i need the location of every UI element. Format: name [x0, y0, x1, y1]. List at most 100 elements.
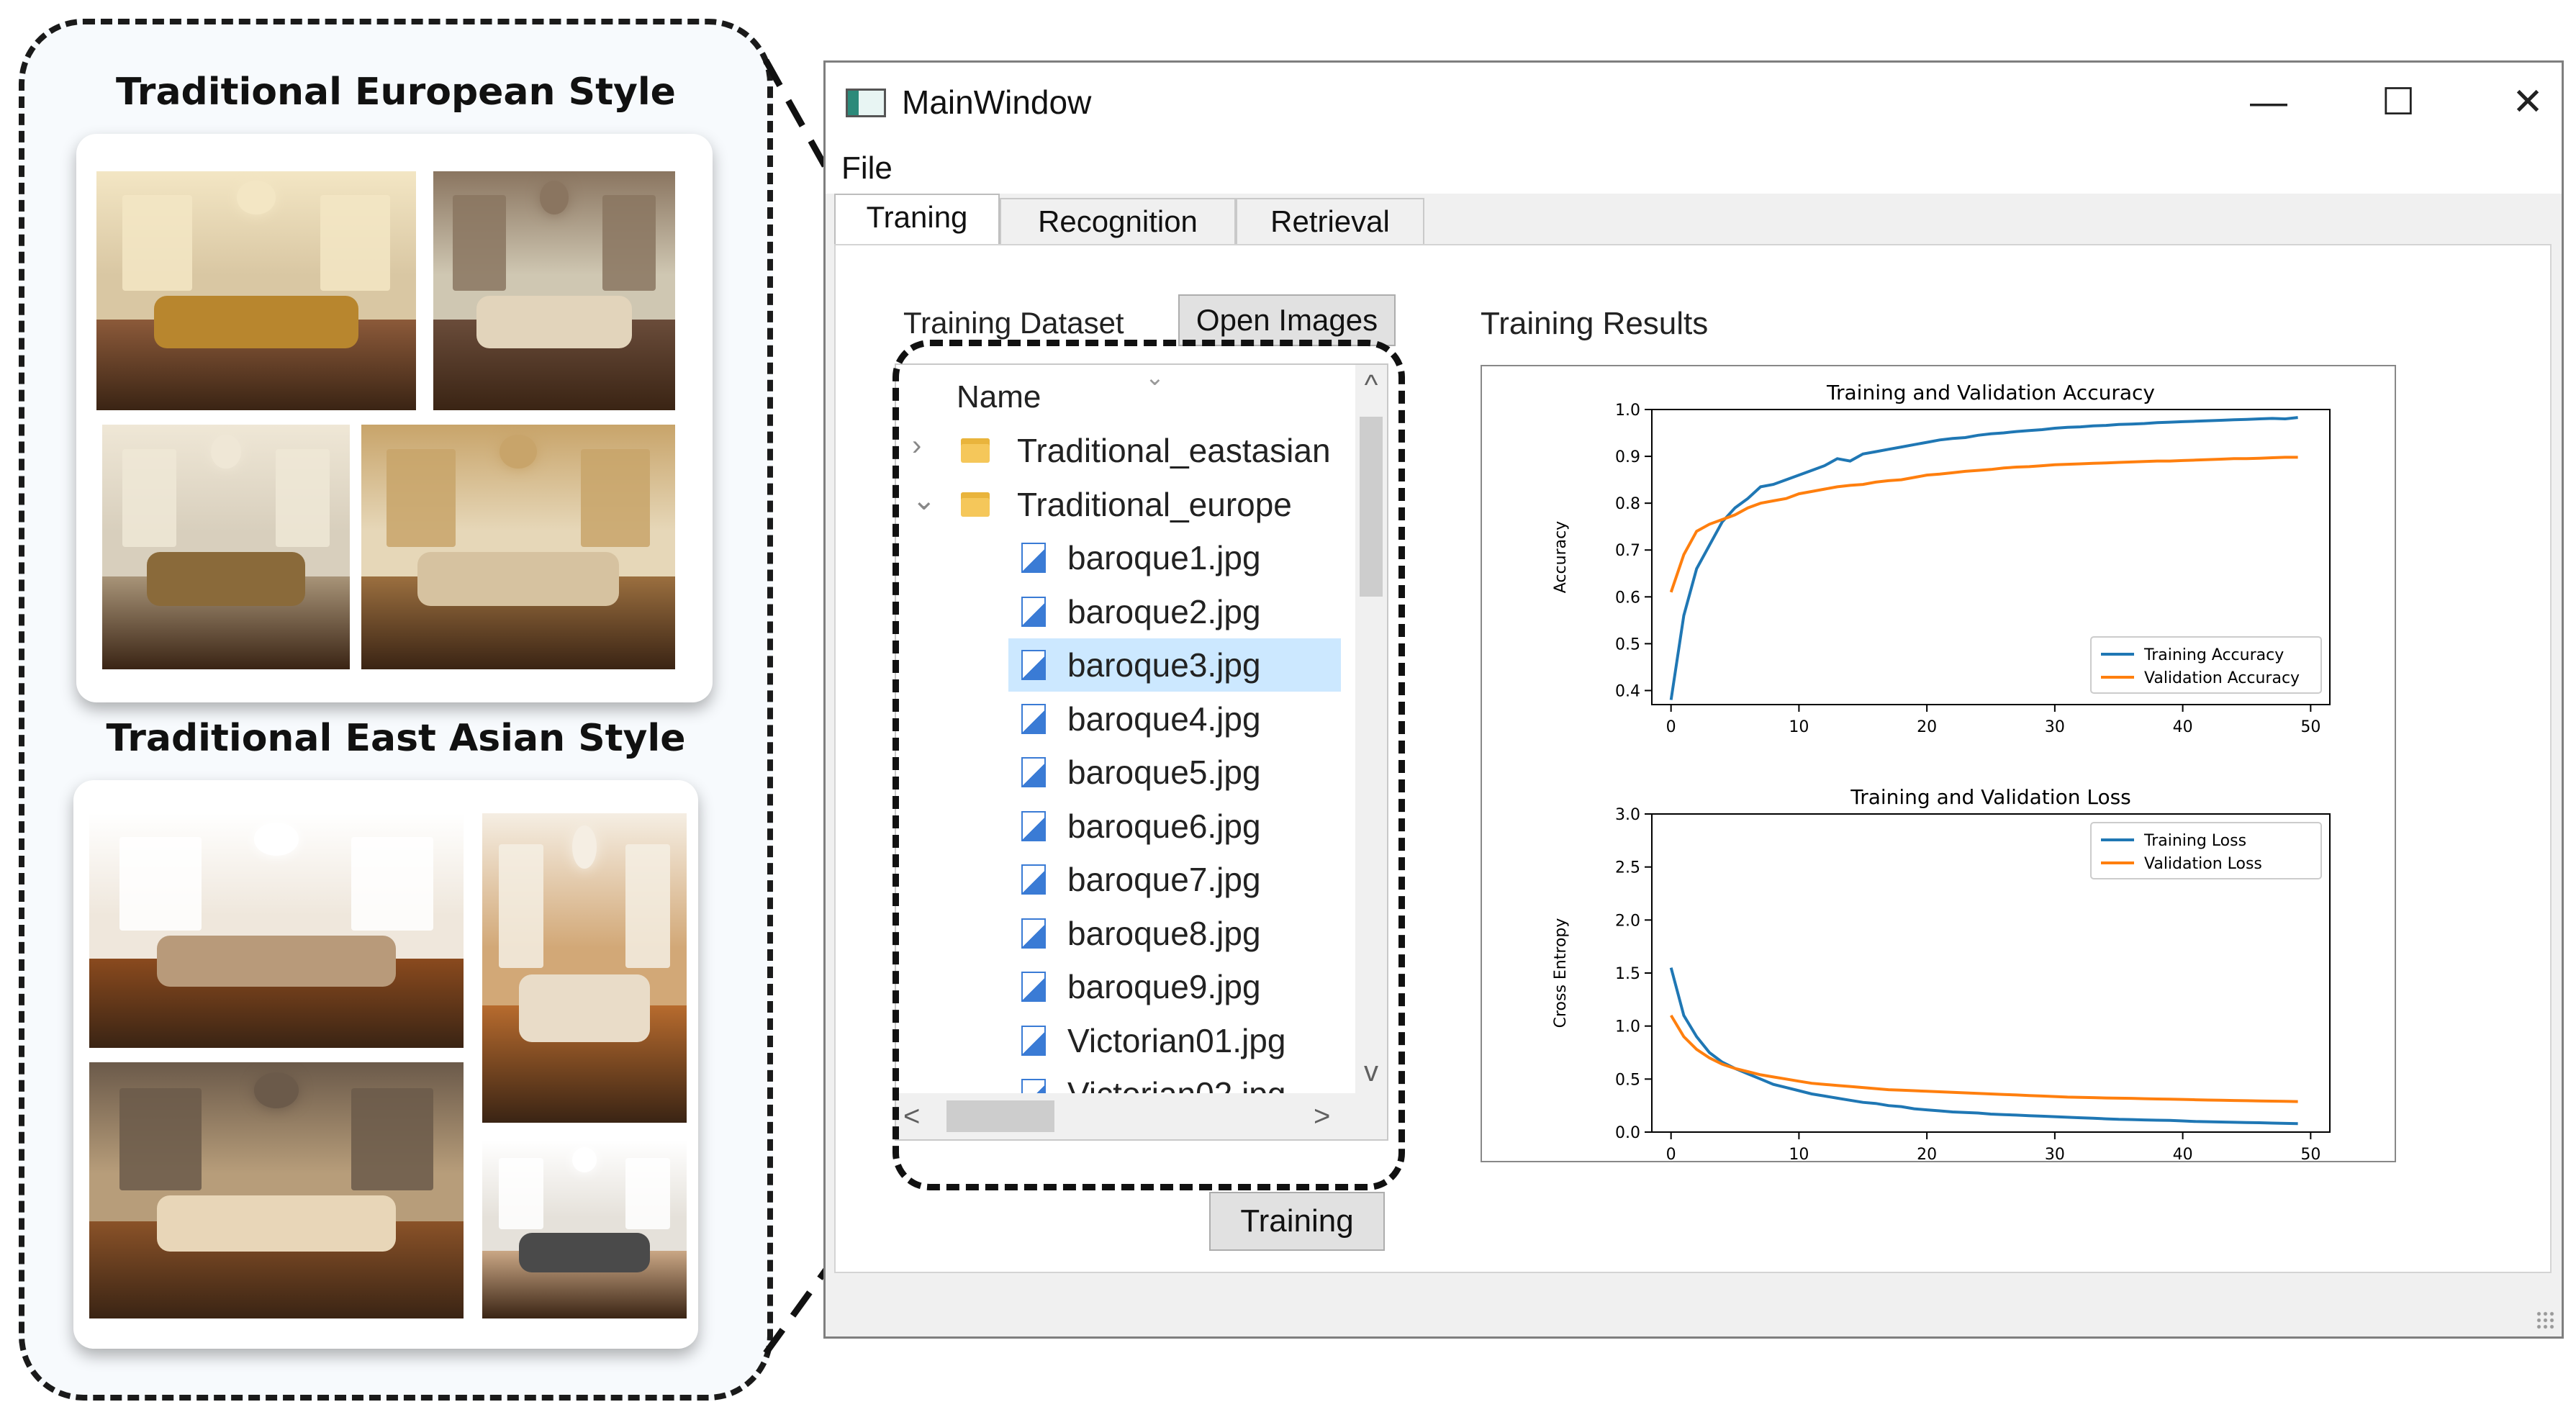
close-button[interactable]: ✕: [2512, 81, 2544, 123]
room-window: [320, 195, 391, 291]
image-file-icon: [1021, 596, 1046, 627]
tab-training[interactable]: Traning: [834, 194, 1000, 245]
y-tick-label: 0.8: [1615, 495, 1640, 513]
scroll-right-arrow-icon[interactable]: >: [1314, 1100, 1331, 1132]
tree-file-row[interactable]: baroque9.jpg: [896, 960, 1357, 1013]
y-tick-label: 2.5: [1615, 859, 1640, 877]
room-window: [498, 844, 544, 968]
x-tick-label: 30: [2045, 718, 2065, 736]
room-window: [452, 195, 506, 291]
selection-highlight: [1008, 638, 1341, 692]
sort-chevron-icon: ⌄: [1145, 364, 1165, 390]
tab-recognition[interactable]: Recognition: [1000, 198, 1236, 244]
x-tick-label: 50: [2300, 718, 2320, 736]
maximize-button[interactable]: ☐: [2381, 81, 2415, 123]
tree-item-label: baroque6.jpg: [1067, 807, 1261, 845]
tree-file-row[interactable]: baroque2.jpg: [896, 585, 1357, 638]
training-tab-content: Training Dataset Open Images Name ⌄ › Tra…: [834, 244, 2552, 1273]
tree-file-row[interactable]: baroque1.jpg: [896, 531, 1357, 584]
tree-item-label: baroque3.jpg: [1067, 646, 1261, 684]
name-column-header[interactable]: Name: [957, 379, 1041, 415]
vertical-scrollbar[interactable]: ^ v: [1355, 365, 1387, 1095]
training-results-label: Training Results: [1481, 306, 1709, 341]
image-file-icon: [1021, 810, 1046, 841]
legend-box: [2090, 636, 2322, 694]
training-dataset-label: Training Dataset: [903, 306, 1124, 340]
main-window: MainWindow — ☐ ✕ File Traning Recognitio…: [823, 60, 2564, 1339]
chevron-right-icon[interactable]: ›: [912, 430, 922, 461]
room-window: [351, 836, 434, 931]
room-lamp: [499, 434, 538, 469]
tree-header[interactable]: Name ⌄: [896, 365, 1357, 421]
room-furniture: [519, 1232, 650, 1272]
image-file-icon: [1021, 703, 1046, 734]
room-window: [122, 195, 193, 291]
image-file-icon: [1021, 918, 1046, 949]
vertical-scroll-thumb[interactable]: [1360, 417, 1383, 597]
room-window: [498, 1157, 544, 1229]
menu-file[interactable]: File: [841, 150, 892, 186]
y-tick-label: 3.0: [1615, 806, 1640, 824]
minimize-button[interactable]: —: [2250, 81, 2287, 123]
y-tick-label: 0.9: [1615, 448, 1640, 466]
room-furniture: [519, 974, 650, 1043]
room-window: [386, 449, 456, 547]
tree-item-label: Victorian01.jpg: [1067, 1021, 1286, 1059]
resize-grip-icon[interactable]: [2536, 1311, 2554, 1329]
tree-callout-outline: [892, 340, 1405, 1190]
room-furniture: [476, 295, 632, 348]
room-window: [119, 836, 202, 931]
room-furniture: [146, 551, 306, 606]
tree-file-row[interactable]: baroque5.jpg: [896, 746, 1357, 799]
room-furniture: [417, 551, 619, 606]
tree-file-row[interactable]: baroque7.jpg: [896, 853, 1357, 906]
image-file-icon: [1021, 972, 1046, 1002]
training-button[interactable]: Training: [1209, 1192, 1385, 1251]
tree-item-label: baroque9.jpg: [1067, 968, 1261, 1005]
room-lamp: [571, 825, 597, 869]
y-tick-label: 1.0: [1615, 1018, 1640, 1036]
tree-item-label: baroque7.jpg: [1067, 861, 1261, 898]
open-images-button[interactable]: Open Images: [1178, 294, 1396, 346]
dataset-file-tree[interactable]: Name ⌄ › Traditional_eastasian ⌄Traditiona…: [895, 363, 1388, 1141]
y-tick-label: 2.0: [1615, 912, 1640, 930]
menu-bar: File: [826, 142, 2562, 194]
tree-item-label: baroque4.jpg: [1067, 700, 1261, 738]
y-axis-label: Cross Entropy: [1552, 918, 1570, 1028]
chevron-down-icon[interactable]: ⌄: [912, 484, 936, 516]
tree-folder-row[interactable]: ⌄Traditional_europe: [896, 478, 1357, 531]
scroll-left-arrow-icon[interactable]: <: [903, 1100, 921, 1132]
tree-folder-row[interactable]: › Traditional_eastasian: [896, 424, 1357, 477]
tree-file-row[interactable]: baroque4.jpg: [896, 692, 1357, 746]
horizontal-scroll-thumb[interactable]: [946, 1100, 1054, 1132]
x-tick-label: 10: [1789, 1146, 1809, 1161]
y-tick-label: 0.4: [1615, 682, 1640, 700]
scroll-up-arrow-icon[interactable]: ^: [1364, 369, 1378, 401]
tree-item-label: baroque2.jpg: [1067, 592, 1261, 630]
tree-file-row[interactable]: baroque8.jpg: [896, 907, 1357, 960]
x-tick-label: 10: [1789, 718, 1809, 736]
room-lamp: [539, 181, 569, 214]
tab-retrieval[interactable]: Retrieval: [1236, 198, 1424, 244]
tree-item-label: baroque5.jpg: [1067, 754, 1261, 791]
european-room-photo-3: [102, 425, 350, 669]
room-window: [351, 1087, 434, 1190]
room-lamp: [211, 434, 241, 469]
image-file-icon: [1021, 1025, 1046, 1056]
tree-file-row[interactable]: baroque3.jpg: [896, 638, 1357, 692]
image-file-icon: [1021, 650, 1046, 680]
image-file-icon: [1021, 864, 1046, 895]
east-asian-room-photo-3: [89, 1062, 464, 1318]
x-tick-label: 40: [2173, 718, 2193, 736]
app-window-icon: [846, 89, 886, 117]
horizontal-scrollbar[interactable]: < >: [896, 1093, 1357, 1139]
tree-file-row[interactable]: Victorian01.jpg: [896, 1014, 1357, 1067]
tree-file-row[interactable]: baroque6.jpg: [896, 800, 1357, 853]
tree-item-label: Traditional_eastasian: [1017, 432, 1331, 469]
scroll-corner: [1355, 1093, 1387, 1139]
y-tick-label: 0.5: [1615, 1071, 1640, 1089]
east-asian-style-title: Traditional East Asian Style: [106, 717, 686, 760]
status-bar: [826, 1280, 2562, 1336]
scroll-down-arrow-icon[interactable]: v: [1364, 1056, 1378, 1087]
